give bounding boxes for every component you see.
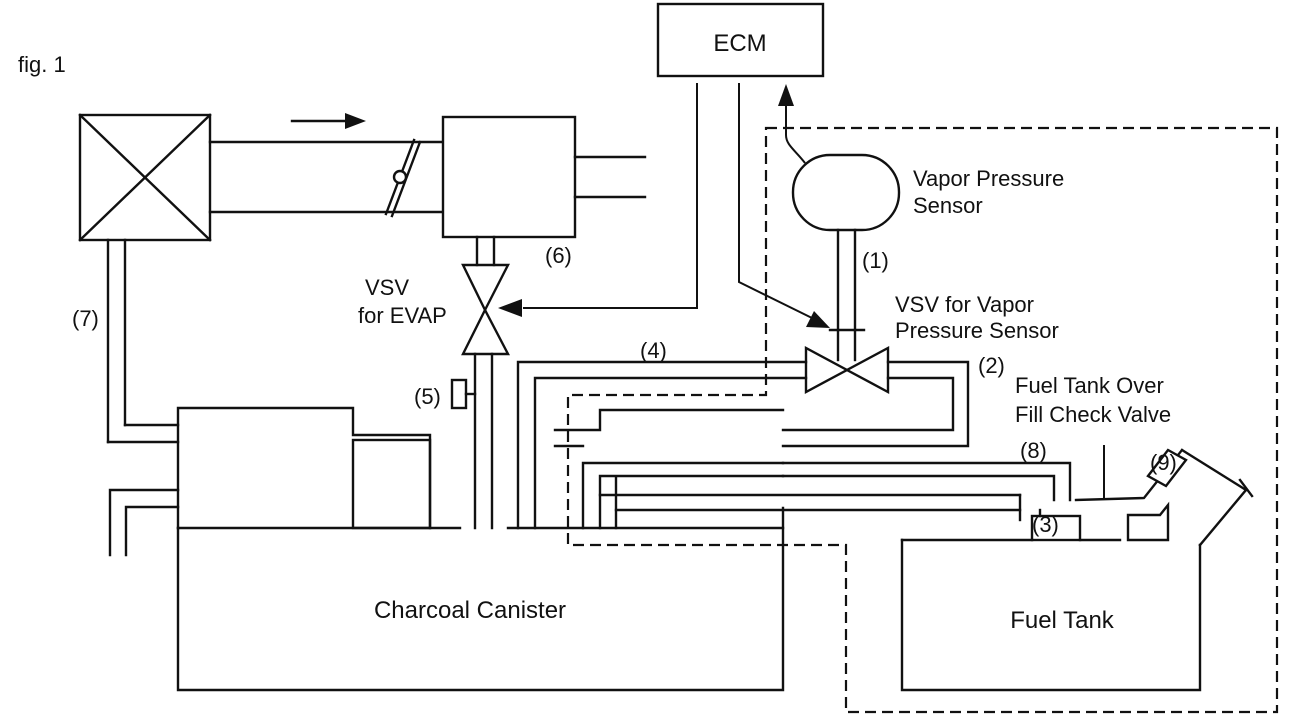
fill-check-valve-label-1: Fuel Tank Over <box>1015 373 1164 398</box>
intake-manifold <box>441 115 647 239</box>
ecm-to-vsv-vapor-wire <box>738 83 830 328</box>
canister-upper-housing <box>176 406 432 530</box>
hose-6 <box>475 235 496 267</box>
callout-7: (7) <box>72 306 99 331</box>
ecm-to-vsv-evap-wire <box>498 83 698 317</box>
filler-neck <box>1074 448 1254 547</box>
charcoal-canister-label: Charcoal Canister <box>374 597 566 624</box>
hose-7 <box>106 238 180 444</box>
hose-8 <box>781 461 1072 502</box>
callout-9: (9) <box>1150 450 1177 475</box>
air-cleaner <box>78 113 212 242</box>
vapor-pressure-sensor-label-2: Sensor <box>913 193 983 218</box>
ecm-label: ECM <box>713 30 766 57</box>
figure-label: fig. 1 <box>18 52 66 77</box>
vsv-for-vapor-pressure-sensor: VSV for Vapor Pressure Sensor <box>804 292 1059 395</box>
hose-1 <box>836 228 857 332</box>
port-5 <box>450 378 477 410</box>
fill-check-valve-label-2: Fill Check Valve <box>1015 402 1171 427</box>
callout-6: (6) <box>545 243 572 268</box>
fuel-tank-label: Fuel Tank <box>1010 607 1115 634</box>
fill-check-valve: Fuel Tank Over Fill Check Valve <box>1015 373 1171 498</box>
callout-4: (4) <box>640 338 667 363</box>
vapor-pressure-sensor: Vapor Pressure Sensor <box>791 153 1064 232</box>
hose-2 <box>781 360 970 448</box>
ecm-box: ECM <box>656 2 825 78</box>
vsv-evap-label-1: VSV <box>365 275 409 300</box>
callout-8: (8) <box>1020 438 1047 463</box>
sensor-assembly-boundary <box>566 126 1279 714</box>
sensor-signal-arrow <box>778 84 806 164</box>
vapor-pressure-sensor-label-1: Vapor Pressure <box>913 166 1064 191</box>
charcoal-canister: Charcoal Canister <box>176 506 785 692</box>
airflow-arrow-icon <box>290 113 366 129</box>
vsv-vapor-label-2: Pressure Sensor <box>895 318 1059 343</box>
callout-3: (3) <box>1032 512 1059 537</box>
vsv-evap-label-2: for EVAP <box>358 303 447 328</box>
callout-1: (1) <box>862 248 889 273</box>
vsv-vapor-label-1: VSV for Vapor <box>895 292 1034 317</box>
callout-2: (2) <box>978 353 1005 378</box>
intake-duct <box>208 140 445 214</box>
vsv-for-evap: VSV for EVAP <box>358 263 510 356</box>
internal-pipes <box>553 408 1022 530</box>
canister-air-vent <box>108 488 180 557</box>
hose-4 <box>516 360 808 530</box>
callout-5: (5) <box>414 384 441 409</box>
throttle-valve-icon <box>384 138 422 218</box>
valve-3 <box>1018 493 1082 542</box>
purge-line <box>473 352 494 530</box>
fuel-tank: Fuel Tank <box>900 538 1202 692</box>
